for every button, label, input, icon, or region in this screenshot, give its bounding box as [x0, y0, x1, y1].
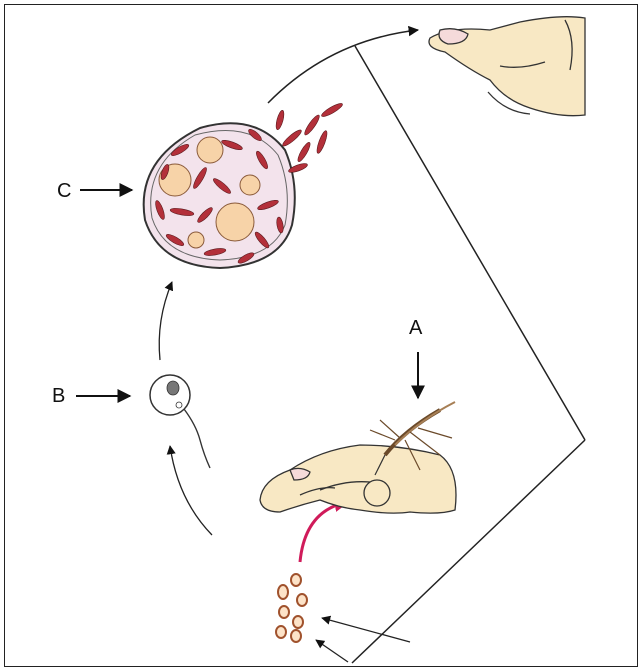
- label-a: A: [409, 318, 422, 338]
- cyst-c: [144, 101, 344, 268]
- arrow-b-to-c: [159, 282, 172, 360]
- top-hand-illustration: [429, 17, 585, 116]
- arrow-c-to-hand: [268, 30, 418, 103]
- bottom-hand-with-insect: [260, 402, 456, 513]
- label-c: C: [57, 181, 71, 201]
- arrow-to-spores-2: [316, 640, 348, 662]
- label-b: B: [52, 386, 65, 406]
- cycle-boundary-lines: [352, 46, 585, 663]
- arrow-to-spores-1: [322, 618, 410, 642]
- spores-cluster: [276, 574, 307, 642]
- form-b: [150, 375, 210, 468]
- red-arrow-spores-to-skin: [300, 502, 348, 562]
